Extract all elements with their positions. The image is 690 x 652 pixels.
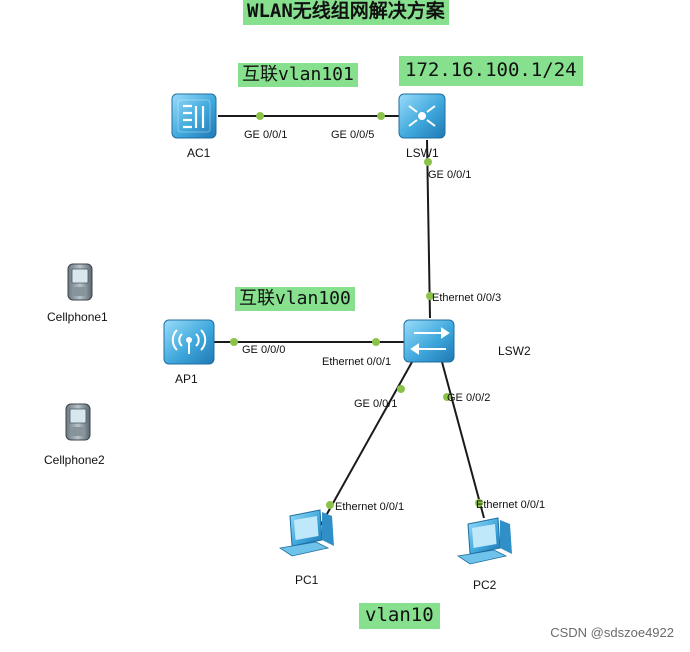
label-interconnect-vlan101: 互联vlan101 bbox=[238, 63, 358, 87]
pc2-icon[interactable] bbox=[456, 517, 512, 565]
port-dot-lsw2-pc2 bbox=[443, 393, 451, 401]
label-vlan10: vlan10 bbox=[359, 603, 440, 629]
port-label-lsw2-eth001: Ethernet 0/0/1 bbox=[322, 356, 391, 368]
ap1-icon[interactable] bbox=[163, 319, 215, 365]
port-labels: GE 0/0/1 GE 0/0/5 GE 0/0/1 Ethernet 0/0/… bbox=[242, 129, 545, 513]
device-label-lsw2: LSW2 bbox=[498, 344, 531, 358]
diagram-title: WLAN无线组网解决方案 bbox=[243, 0, 449, 25]
port-label-lsw1-ge005: GE 0/0/5 bbox=[331, 129, 374, 141]
port-dot-lsw1-down bbox=[424, 158, 432, 166]
lsw2-icon[interactable] bbox=[403, 319, 455, 363]
port-dot-lsw2-up bbox=[426, 292, 434, 300]
label-interconnect-vlan100: 互联vlan100 bbox=[235, 287, 355, 311]
port-dot-ap1 bbox=[230, 338, 238, 346]
port-label-pc1-eth001: Ethernet 0/0/1 bbox=[335, 501, 404, 513]
link-lsw2-pc1 bbox=[317, 361, 413, 531]
device-label-ap1: AP1 bbox=[175, 372, 198, 386]
port-dots bbox=[230, 112, 483, 509]
port-label-lsw2-ge002: GE 0/0/2 bbox=[447, 392, 490, 404]
device-label-cellphone2: Cellphone2 bbox=[44, 453, 105, 467]
port-dot-lsw1-left bbox=[377, 112, 385, 120]
port-dot-lsw2-left bbox=[372, 338, 380, 346]
port-dot-lsw2-pc1 bbox=[397, 385, 405, 393]
device-label-ac1: AC1 bbox=[187, 146, 211, 160]
device-label-lsw1: LSW1 bbox=[406, 146, 439, 160]
watermark: CSDN @sdszoe4922 bbox=[550, 625, 674, 640]
label-ip-address: 172.16.100.1/24 bbox=[399, 56, 583, 86]
port-label-ac1-ge001: GE 0/0/1 bbox=[244, 129, 287, 141]
port-label-lsw1-ge001: GE 0/0/1 bbox=[428, 169, 471, 181]
link-lsw1-lsw2 bbox=[426, 139, 431, 319]
port-label-lsw2-eth003: Ethernet 0/0/3 bbox=[432, 292, 501, 304]
cellphone2-icon[interactable] bbox=[65, 403, 91, 441]
link-lsw2-pc2 bbox=[441, 361, 485, 519]
links bbox=[214, 115, 485, 531]
lsw1-icon[interactable] bbox=[398, 93, 446, 139]
cellphone1-icon[interactable] bbox=[67, 263, 93, 301]
ac1-icon[interactable] bbox=[171, 93, 217, 139]
device-label-pc2: PC2 bbox=[473, 578, 497, 592]
port-label-ap1-ge000: GE 0/0/0 bbox=[242, 344, 285, 356]
device-label-pc1: PC1 bbox=[295, 573, 319, 587]
port-dot-pc2 bbox=[475, 499, 483, 507]
port-dot-pc1 bbox=[326, 501, 334, 509]
port-dot-ac1 bbox=[256, 112, 264, 120]
device-label-cellphone1: Cellphone1 bbox=[47, 310, 108, 324]
pc1-icon[interactable] bbox=[278, 509, 334, 557]
port-label-lsw2-ge001: GE 0/0/1 bbox=[354, 398, 397, 410]
port-label-pc2-eth001: Ethernet 0/0/1 bbox=[476, 499, 545, 511]
